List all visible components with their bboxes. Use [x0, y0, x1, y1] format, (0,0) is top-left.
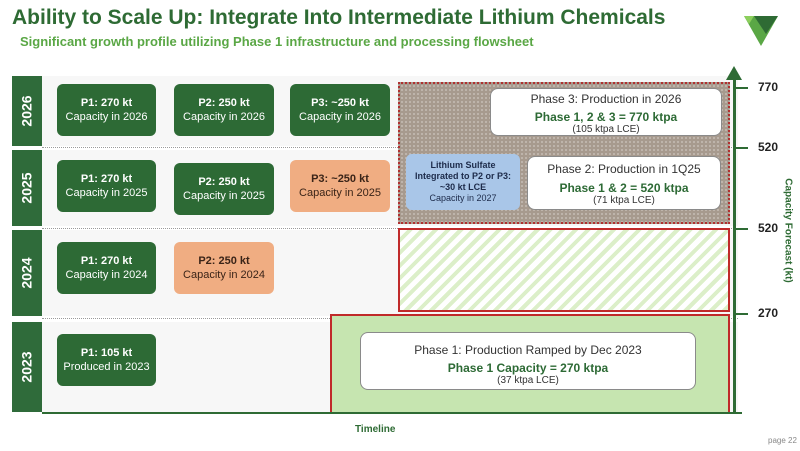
axis-tick — [736, 228, 748, 230]
y-axis-label: Capacity Forecast (kt) — [782, 177, 794, 283]
axis-tick — [736, 147, 748, 149]
page-subtitle: Significant growth profile utilizing Pha… — [20, 34, 534, 49]
p2-capacity-2026: P2: 250 kt Capacity in 2026 — [174, 84, 274, 136]
year-label-2026: 2026 — [12, 76, 42, 146]
year-label-2023: 2023 — [12, 322, 42, 412]
p1-produced-2023: P1: 105 kt Produced in 2023 — [57, 334, 156, 386]
callout-phase2-main: Phase 1 & 2 = 520 ktpa — [559, 181, 689, 195]
callout-phase1-sub: (37 ktpa LCE) — [497, 375, 559, 386]
lithium-sulfate-heading: Lithium Sulfate Integrated to P2 or P3: … — [414, 160, 512, 192]
capacity-region-phase2 — [398, 228, 730, 312]
year-label-2024: 2024 — [12, 230, 42, 316]
callout-phase3: Phase 3: Production in 2026 Phase 1, 2 &… — [490, 88, 722, 136]
arrow-up-icon — [726, 66, 742, 80]
row-divider — [42, 147, 738, 148]
page-number: page 22 — [768, 436, 797, 445]
callout-phase2: Phase 2: Production in 1Q25 Phase 1 & 2 … — [527, 156, 721, 210]
timeline-axis — [42, 412, 742, 414]
callout-phase3-main: Phase 1, 2 & 3 = 770 ktpa — [534, 110, 678, 124]
axis-tick-label: 770 — [758, 80, 779, 94]
callout-phase1-main: Phase 1 Capacity = 270 ktpa — [447, 361, 609, 375]
p2-capacity-2024: P2: 250 kt Capacity in 2024 — [174, 242, 274, 294]
page-title: Ability to Scale Up: Integrate Into Inte… — [12, 6, 666, 29]
callout-phase2-heading: Phase 2: Production in 1Q25 — [547, 162, 701, 176]
p2-capacity-2025: P2: 250 kt Capacity in 2025 — [174, 163, 274, 215]
row-divider — [42, 228, 738, 229]
axis-tick — [736, 313, 748, 315]
callout-phase3-sub: (105 ktpa LCE) — [572, 124, 640, 135]
axis-tick — [736, 87, 748, 89]
callout-phase1-heading: Phase 1: Production Ramped by Dec 2023 — [414, 343, 642, 357]
axis-tick-label: 520 — [758, 221, 779, 235]
p1-capacity-2025: P1: 270 kt Capacity in 2025 — [57, 160, 156, 212]
triangle-logo-icon — [744, 16, 778, 46]
callout-phase1: Phase 1: Production Ramped by Dec 2023 P… — [360, 332, 696, 390]
lithium-sulfate-note: Capacity in 2027 — [429, 193, 497, 203]
lithium-sulfate-box: Lithium Sulfate Integrated to P2 or P3: … — [406, 154, 520, 210]
x-axis-label: Timeline — [355, 424, 396, 435]
capacity-axis — [733, 76, 736, 414]
p3-capacity-2026: P3: ~250 kt Capacity in 2026 — [290, 84, 390, 136]
year-label-2025: 2025 — [12, 150, 42, 226]
axis-tick-label: 270 — [758, 306, 779, 320]
p1-capacity-2026: P1: 270 kt Capacity in 2026 — [57, 84, 156, 136]
p1-capacity-2024: P1: 270 kt Capacity in 2024 — [57, 242, 156, 294]
p3-capacity-2025: P3: ~250 kt Capacity in 2025 — [290, 160, 390, 212]
callout-phase3-heading: Phase 3: Production in 2026 — [530, 92, 682, 106]
axis-tick-label: 520 — [758, 140, 779, 154]
callout-phase2-sub: (71 ktpa LCE) — [593, 195, 655, 206]
